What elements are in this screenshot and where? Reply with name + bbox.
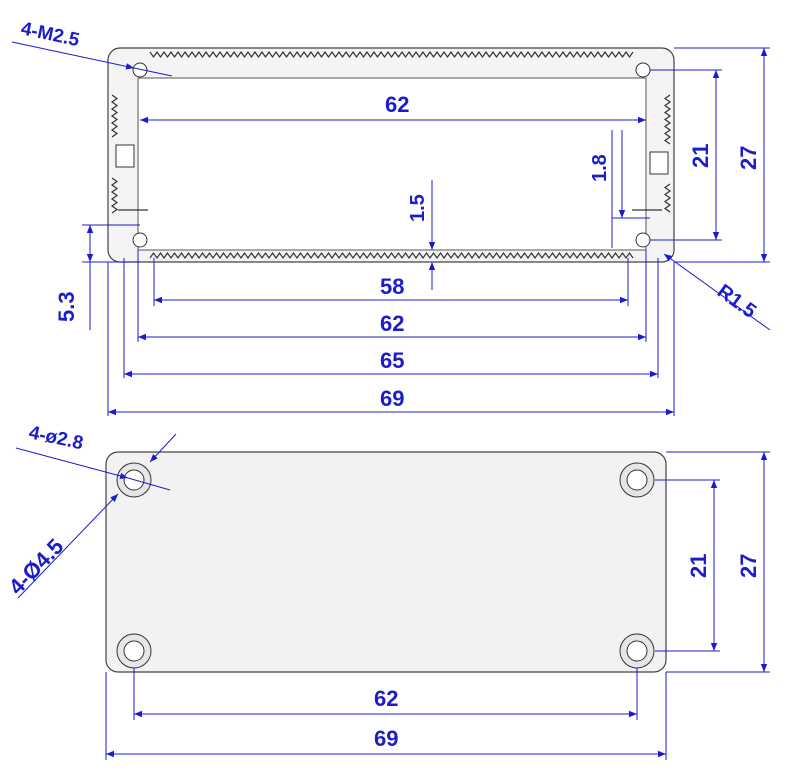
label-inner-width: 62	[385, 92, 409, 117]
profile-dimensions: 4-M2.5 62 1.8 1.5 21 27 R1.5 5.3	[11, 18, 771, 416]
screw-hole-br	[635, 232, 651, 248]
label-inner-height: 21	[688, 144, 713, 168]
label-counterbore: 4-Ø4.5	[4, 534, 69, 600]
label-overall-width-bottom: 69	[374, 726, 398, 751]
screw-hole-tr	[635, 62, 651, 78]
profile-view	[107, 47, 675, 263]
label-overall-height: 27	[736, 554, 761, 578]
label-hole-diameter: 4-ø2.8	[27, 422, 85, 454]
bottom-serration	[149, 251, 634, 260]
label-overall-width: 69	[380, 386, 404, 411]
label-slot-width: 58	[380, 274, 404, 299]
top-serration	[149, 50, 634, 59]
hole-br	[619, 633, 655, 669]
slot-right	[649, 151, 669, 175]
slot-left	[115, 144, 135, 168]
label-base-height: 5.3	[54, 291, 79, 322]
screw-hole-bl	[132, 232, 148, 248]
label-slot-outer: 62	[380, 311, 404, 336]
label-rail-width: 65	[380, 348, 404, 373]
label-outer-height: 27	[736, 146, 761, 170]
label-wall: 1.5	[407, 194, 429, 222]
end-plate-view	[105, 451, 667, 673]
label-hole-spacing-h: 62	[374, 686, 398, 711]
label-screw-holes: 4-M2.5	[19, 18, 82, 51]
label-hole-spacing-v: 21	[686, 554, 711, 578]
screw-hole-tl	[132, 62, 148, 78]
label-height-1: 1.8	[589, 154, 611, 182]
label-corner-radius: R1.5	[713, 280, 760, 323]
hole-bl	[116, 633, 152, 669]
right-serration	[663, 94, 672, 213]
hole-tr	[619, 462, 655, 498]
end-plate-outline	[105, 451, 667, 673]
profile-inner-cavity	[137, 77, 647, 251]
left-serration	[110, 94, 119, 214]
